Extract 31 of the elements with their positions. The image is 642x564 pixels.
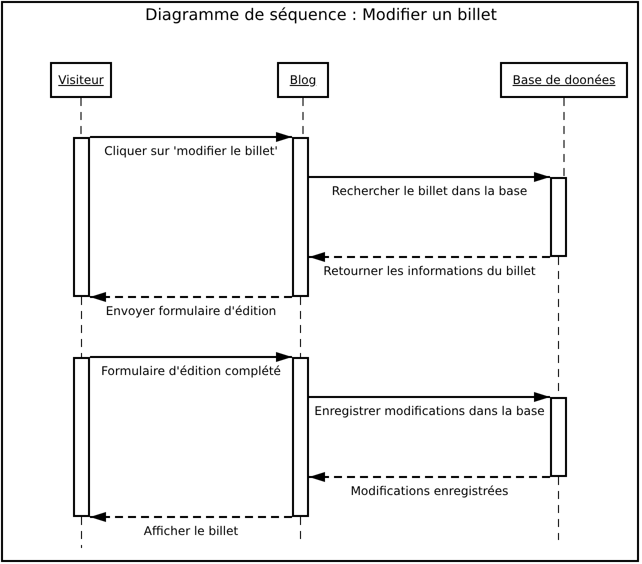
message-label: Modifications enregistrées (348, 484, 510, 498)
lifeline (300, 296, 301, 358)
participant-name: Visiteur (58, 73, 104, 87)
diagram-title: Diagramme de séquence : Modifier un billet (144, 5, 498, 24)
message-label: Envoyer formulaire d'édition (104, 304, 278, 318)
activation-bar (292, 357, 309, 517)
participant-name: Blog (290, 73, 316, 87)
message-arrow (90, 352, 292, 362)
message-label: Formulaire d'édition complété (99, 364, 283, 378)
message-arrow (90, 132, 292, 142)
return-message-arrow (309, 472, 550, 482)
lifeline (558, 476, 559, 540)
activation-bar (550, 177, 567, 257)
lifeline-head (277, 62, 329, 98)
lifeline-head (50, 62, 112, 98)
participant-name: Base de doonées (512, 73, 616, 87)
message-label: Afficher le billet (142, 524, 240, 538)
lifeline (81, 516, 82, 548)
message-label: Cliquer sur 'modifier le billet' (102, 144, 280, 158)
lifeline (81, 296, 82, 358)
lifeline-head (500, 62, 628, 98)
message-arrow (309, 392, 550, 402)
activation-bar (73, 357, 90, 517)
return-message-arrow (309, 252, 550, 262)
message-arrow (309, 172, 550, 182)
activation-bar (292, 137, 309, 297)
activation-bar (73, 137, 90, 297)
activation-bar (550, 397, 567, 477)
return-message-arrow (90, 292, 292, 302)
return-message-arrow (90, 512, 292, 522)
message-label: Rechercher le billet dans la base (330, 184, 530, 198)
